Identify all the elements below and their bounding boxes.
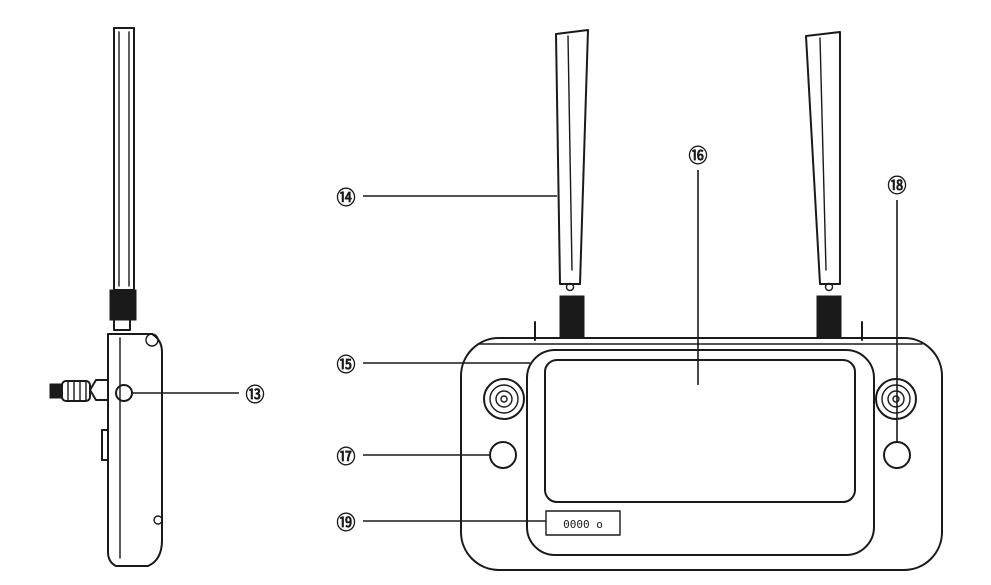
right-joystick	[875, 378, 917, 420]
side-mount-knob	[49, 379, 109, 402]
callout-15: ⑮	[336, 353, 355, 376]
front-view: 0000 o	[363, 29, 943, 571]
right-antenna	[805, 31, 842, 339]
callout-19: ⑲	[336, 511, 355, 534]
callout-13: ⑬	[245, 383, 264, 406]
battery-indicator-text: 0000 o	[563, 518, 603, 531]
callout-17: ⑰	[336, 445, 355, 468]
battery-indicator: 0000 o	[545, 510, 621, 536]
right-button	[883, 441, 911, 469]
side-view	[49, 27, 239, 567]
side-body	[101, 333, 163, 567]
side-antenna	[109, 27, 137, 331]
controller-body	[460, 337, 943, 571]
left-button	[489, 441, 517, 469]
screen	[544, 359, 856, 503]
left-antenna	[555, 29, 589, 339]
callout-18: ⑱	[887, 174, 906, 197]
screen-bezel	[526, 349, 875, 556]
callout-16: ⑯	[688, 144, 707, 167]
left-joystick	[483, 378, 525, 420]
callout-14: ⑭	[336, 186, 355, 209]
